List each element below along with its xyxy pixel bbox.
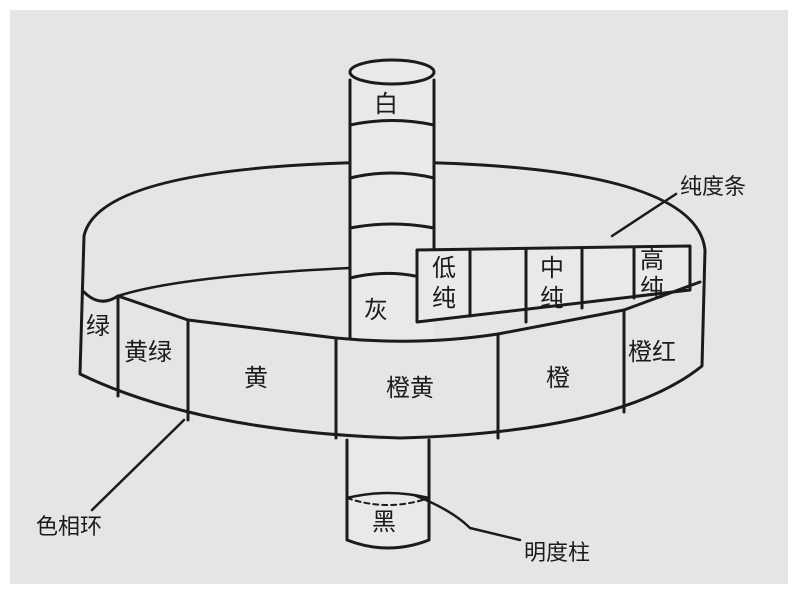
- strip-low-line2: 纯: [432, 284, 456, 312]
- saturation-callout-leader: [610, 192, 678, 238]
- segment-yellow-green: 黄绿: [124, 338, 172, 366]
- column-band-2: [348, 171, 436, 180]
- segment-orange-red: 橙红: [628, 338, 676, 366]
- strip-low-line1: 低: [432, 254, 456, 282]
- segment-orange-yellow: 橙黄: [386, 374, 434, 402]
- label-white: 白: [374, 90, 398, 118]
- label-gray: 灰: [364, 296, 388, 324]
- column-band-1: [348, 119, 436, 127]
- segment-orange: 橙: [546, 364, 570, 392]
- column-band-3: [348, 222, 436, 230]
- callout-hue-ring: 色相环: [36, 515, 102, 540]
- segment-yellow: 黄: [244, 364, 268, 392]
- strip-high-line1: 高: [640, 246, 664, 274]
- hue-ring-inner-rim: [116, 266, 352, 298]
- hue-ring-front: [78, 234, 707, 440]
- column-band-4: [348, 271, 417, 280]
- label-black: 黑: [372, 508, 396, 536]
- strip-mid-line1: 中: [540, 254, 564, 282]
- saturation-strip: [415, 244, 692, 324]
- value-column-callout-leader: [412, 493, 522, 542]
- segment-green: 绿: [86, 312, 110, 340]
- strip-high-line2: 纯: [640, 274, 664, 302]
- strip-mid-line2: 纯: [540, 284, 564, 312]
- callout-value-column: 明度柱: [524, 541, 590, 566]
- hue-ring-callout-leader: [90, 418, 186, 512]
- black-band-top: [345, 491, 431, 500]
- callout-saturation-strip: 纯度条: [680, 175, 746, 200]
- value-column-bottom: [345, 438, 431, 550]
